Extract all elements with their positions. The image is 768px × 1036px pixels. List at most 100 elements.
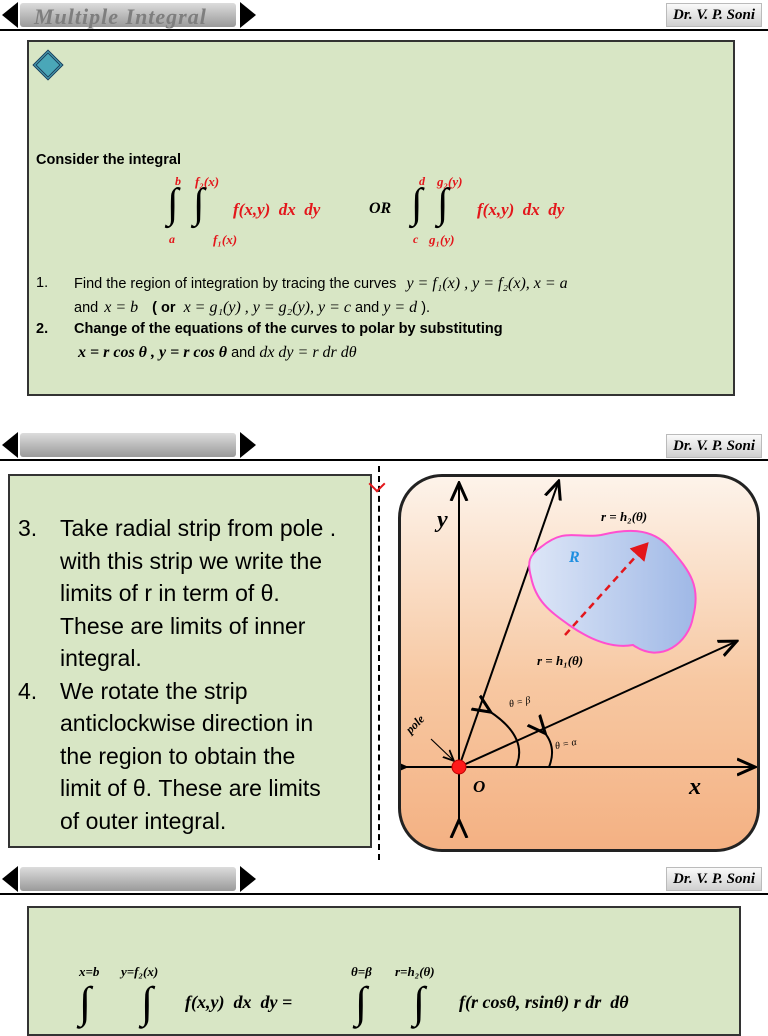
ray-beta	[458, 483, 558, 768]
double-integral-1: b f₂(x) ∫ ∫ a f₁(x) f(x,y) dx dy	[161, 170, 401, 252]
header-divider	[0, 29, 768, 31]
step-text: and	[231, 345, 256, 361]
lower-limit-f1: f₁(x)	[213, 232, 238, 247]
formula-panel: x=b y=f₂(x) ∫ ∫ f(x,y) dx dy = θ=β r=h₂(…	[27, 906, 741, 1036]
item-number: 4.	[18, 677, 38, 704]
lhs-upper-outer: x=b	[79, 964, 100, 979]
upper-limit-f2: f₂(x)	[195, 174, 220, 189]
step-text: ( or	[152, 300, 176, 316]
item-line: We rotate the strip	[60, 677, 248, 704]
author-badge: Dr. V. P. Soni	[666, 867, 762, 891]
rhs-upper-outer: θ=β	[351, 964, 372, 979]
item-number: 3.	[18, 515, 38, 541]
rhs-upper-inner: r=h₂(θ)	[395, 964, 435, 979]
step-2: 2. Change of the equations of the curves…	[36, 318, 725, 365]
step-text: and	[74, 300, 99, 316]
step-1: 1. Find the region of integration by tra…	[36, 272, 725, 320]
lhs-upper-inner: y=f₂(x)	[121, 964, 159, 979]
item-line: limits of r in term of θ.	[60, 580, 280, 606]
header-bar-2	[0, 432, 256, 458]
step-math: y = f₁(x) , y = f₂(x), x = a	[406, 275, 568, 292]
polar-diagram: y x O pole R r = h₂(θ) r = h₁(θ) θ = β θ…	[398, 474, 760, 852]
pole-point	[451, 759, 467, 775]
left-arrow-icon[interactable]	[2, 866, 18, 892]
lhs-integrand: f(x,y) dx dy =	[185, 992, 293, 1012]
region-label: R	[569, 549, 580, 566]
or-label: OR	[369, 200, 392, 217]
step-math: x = b	[104, 299, 139, 316]
header-pill	[20, 867, 236, 891]
step-text: ).	[421, 300, 431, 316]
step-math: y = d	[383, 299, 418, 316]
diamond-bullet-icon	[32, 49, 64, 81]
section-title: Multiple Integral	[34, 4, 207, 29]
upper-limit-g2: g₂(y)	[437, 174, 463, 189]
header-divider	[0, 459, 768, 461]
intro-panel: Consider the integral b f₂(x) ∫ ∫ a f₁(x…	[27, 40, 735, 396]
lower-limit-a: a	[169, 232, 175, 246]
step-number: 2.	[36, 321, 49, 337]
region-r	[528, 529, 697, 654]
item-line: the region to obtain the	[60, 742, 296, 769]
step-math: x = g₁(y) , y = g₂(y), y = c	[183, 299, 351, 316]
integral-sign: ∫	[193, 181, 205, 227]
step-text: Find the region of integration by tracin…	[74, 276, 397, 292]
dashed-divider	[378, 466, 380, 860]
integral-sign: ∫	[167, 181, 179, 227]
item-line: with this strip we write the	[60, 547, 323, 574]
integral-sign: ∫	[79, 978, 92, 1027]
list-item: 4. We rotate the strip anticlockwise dir…	[16, 675, 366, 838]
origin-label: O	[473, 777, 486, 796]
ray-alpha	[458, 642, 735, 768]
item-line: of outer integral.	[60, 807, 227, 834]
steps-list: 3. Take radial strip from pole . with th…	[16, 512, 366, 837]
arc-alpha	[544, 732, 554, 768]
right-arrow-icon[interactable]	[240, 2, 256, 28]
polar-diagram-svg	[401, 477, 757, 849]
upper-limit-b: b	[175, 174, 181, 188]
list-item: 3. Take radial strip from pole . with th…	[16, 512, 366, 675]
header-pill	[20, 433, 236, 457]
integral-sign: ∫	[141, 978, 154, 1027]
left-arrow-icon[interactable]	[2, 2, 18, 28]
pole-pointer	[430, 738, 453, 760]
header-pill: Multiple Integral	[20, 3, 236, 29]
lower-limit-g1: g₁(y)	[429, 232, 455, 247]
steps-panel: 3. Take radial strip from pole . with th…	[8, 474, 372, 848]
integral-sign: ∫	[413, 978, 426, 1027]
x-axis-label: x	[689, 774, 701, 800]
item-line: anticlockwise direction in	[60, 710, 314, 736]
y-axis-label: y	[437, 507, 448, 533]
left-arrow-icon[interactable]	[2, 432, 18, 458]
step-text: and	[355, 300, 380, 316]
step-math: dx dy = r dr dθ	[259, 344, 357, 361]
outer-curve-label: r = h₂(θ)	[601, 509, 648, 524]
header-bar-1: Multiple Integral	[0, 2, 256, 29]
intro-text: Consider the integral	[36, 152, 182, 168]
double-integral-2: d g₂(y) ∫ ∫ c g₁(y) f(x,y) dx dy	[405, 170, 645, 252]
integral-sign: ∫	[411, 181, 423, 227]
integral-sign: ∫	[437, 181, 449, 227]
item-line: Take radial strip from pole .	[60, 515, 337, 541]
arc-beta	[489, 711, 521, 768]
integral-sign: ∫	[355, 978, 368, 1027]
lower-limit-c: c	[413, 232, 419, 246]
author-badge: Dr. V. P. Soni	[666, 434, 762, 458]
step-number: 1.	[36, 275, 49, 291]
right-arrow-icon[interactable]	[240, 432, 256, 458]
header-divider	[0, 893, 768, 895]
inner-curve-label: r = h₁(θ)	[537, 653, 584, 668]
radial-strip	[564, 542, 649, 636]
step-text: Change of the equations of the curves to…	[74, 321, 503, 337]
item-line: integral.	[60, 645, 142, 671]
header-bar-3	[0, 866, 256, 892]
integrand-2: f(x,y) dx dy	[477, 200, 565, 219]
step-math: x = r cos θ , y = r cos θ	[78, 344, 228, 361]
upper-limit-d: d	[419, 174, 425, 188]
rhs-integrand: f(r cosθ, rsinθ) r dr dθ	[459, 992, 629, 1012]
right-arrow-icon[interactable]	[240, 866, 256, 892]
item-line: limit of θ. These are limits	[60, 775, 321, 801]
author-badge: Dr. V. P. Soni	[666, 3, 762, 27]
integrand-1: f(x,y) dx dy	[233, 200, 321, 219]
item-line: These are limits of inner	[60, 612, 306, 639]
